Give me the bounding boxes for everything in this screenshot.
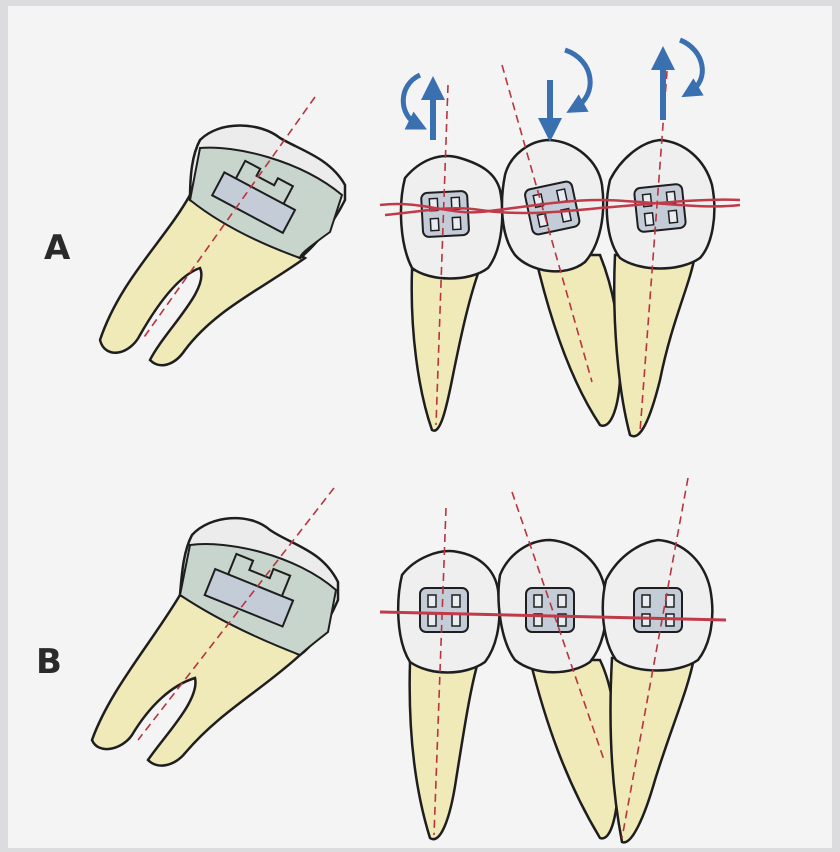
premolar-b1 — [398, 508, 499, 839]
premolar-b2-root — [530, 660, 618, 838]
premolar-a2-root — [535, 255, 620, 426]
premolar-a1-root — [412, 268, 480, 431]
premolar-b3-root — [610, 658, 694, 842]
premolar-a1 — [401, 85, 502, 431]
premolar-a1-bracket — [421, 191, 469, 237]
premolar-a3-bracket — [634, 184, 686, 233]
premolar-b2 — [499, 492, 618, 838]
panel-a — [100, 40, 740, 436]
rotate-ccw-icon — [403, 75, 420, 125]
premolar-a3-root — [614, 255, 695, 436]
rotate-cw-icon-2 — [680, 40, 702, 92]
rotate-cw-icon — [565, 50, 590, 108]
premolar-a2 — [502, 65, 620, 426]
molar-b — [92, 488, 338, 766]
premolar-b2-bracket — [526, 588, 574, 632]
premolar-b1-root — [410, 662, 478, 839]
premolar-b1-bracket — [420, 588, 468, 632]
premolar-b3 — [603, 478, 713, 842]
premolar-a2-bracket — [524, 180, 581, 235]
premolar-b3-bracket — [634, 588, 682, 632]
panel-b — [92, 478, 726, 842]
molar-a — [100, 97, 345, 365]
